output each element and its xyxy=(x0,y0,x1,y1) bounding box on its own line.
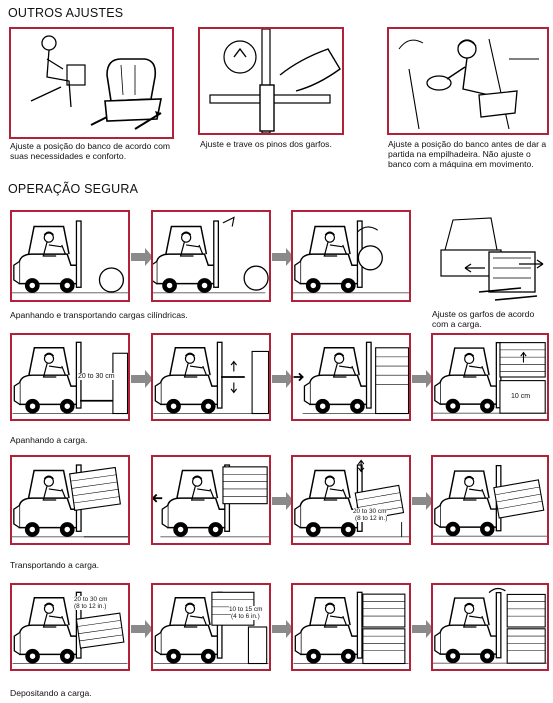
step-pickup-2 xyxy=(151,333,271,421)
section-title-outros-ajustes: OUTROS AJUSTES xyxy=(8,6,124,20)
section-title-operacao-segura: OPERAÇÃO SEGURA xyxy=(8,182,139,196)
height-label-a: 20 to 30 cm xyxy=(74,596,108,603)
height-label-b: (8 to 12 in.) xyxy=(355,515,388,522)
height-label: 20 to 30 cm xyxy=(78,373,115,380)
step-deposit-2: 10 to 15 cm (4 to 6 in.) xyxy=(151,583,271,671)
step-transport-4 xyxy=(431,455,549,545)
step-cylindrical-3 xyxy=(291,210,411,302)
step-pickup-4: 10 cm xyxy=(431,333,549,421)
clearance-label: 10 cm xyxy=(511,393,531,400)
caption-cylindrical: Apanhando e transportando cargas cilíndr… xyxy=(10,310,188,320)
step-transport-3: 20 to 30 cm (8 to 12 in.) xyxy=(291,455,411,545)
step-pickup-3 xyxy=(291,333,411,421)
height-label-a: 10 to 15 cm xyxy=(229,606,263,613)
height-label-a: 20 to 30 cm xyxy=(353,508,387,515)
step-deposit-4 xyxy=(431,583,549,671)
illustration-fork-width xyxy=(431,210,549,308)
caption-seat-before-start: Ajuste a posição do banco antes de dar a… xyxy=(388,139,547,169)
step-transport-2 xyxy=(151,455,271,545)
caption-transport: Transportando a carga. xyxy=(10,560,100,570)
step-deposit-3 xyxy=(291,583,411,671)
step-transport-1 xyxy=(10,455,130,545)
caption-fork-width: Ajuste os garfos de acordo com a carga. xyxy=(432,309,535,329)
illustration-fork-pins xyxy=(198,27,344,135)
height-label-b: (4 to 6 in.) xyxy=(231,613,260,620)
caption-seat-adjust: Ajuste a posição do banco de acordo com … xyxy=(10,141,171,161)
caption-deposit: Depositando a carga. xyxy=(10,688,92,698)
height-label-b: (8 to 12 in.) xyxy=(74,603,107,610)
step-cylindrical-1 xyxy=(10,210,130,302)
step-deposit-1: 20 to 30 cm (8 to 12 in.) xyxy=(10,583,130,671)
illustration-seat-adjust xyxy=(9,27,174,139)
illustration-seat-before-start xyxy=(387,27,549,135)
step-pickup-1: 20 to 30 cm xyxy=(10,333,130,421)
caption-pickup: Apanhando a carga. xyxy=(10,435,88,445)
step-cylindrical-2 xyxy=(151,210,271,302)
caption-fork-pins: Ajuste e trave os pinos dos garfos. xyxy=(200,139,332,149)
